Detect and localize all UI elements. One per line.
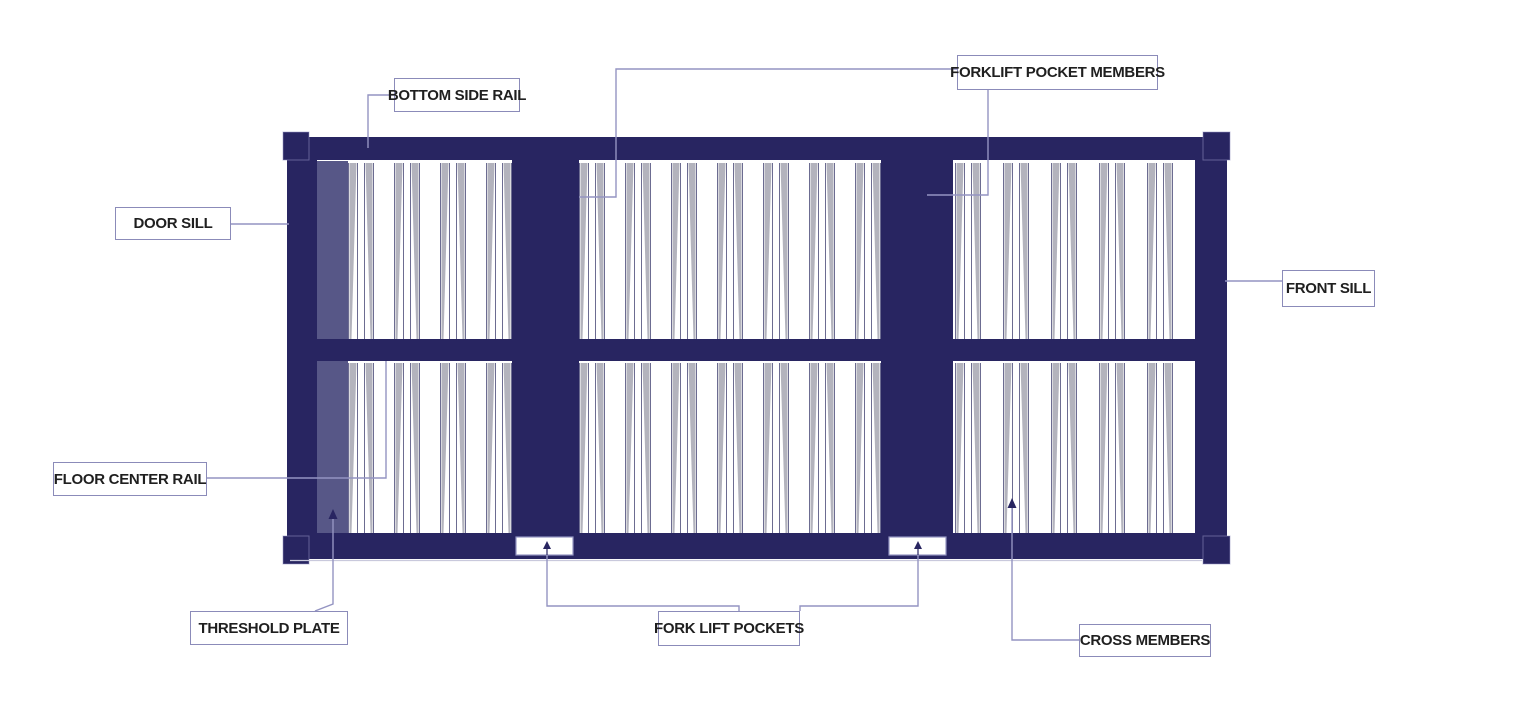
floor-center-rail (300, 339, 1210, 361)
label-threshold-plate: THRESHOLD PLATE (190, 611, 348, 645)
arrow-up-icon (543, 541, 551, 555)
label-fork-lift-pockets: FORK LIFT POCKETS (654, 611, 804, 646)
cross-member (1003, 363, 1029, 533)
label-text: DOOR SILL (133, 215, 213, 232)
corner-fitting-bottom-right (1202, 535, 1231, 565)
corner-fitting-top-right (1202, 131, 1231, 161)
leader-cross-members (1011, 507, 1079, 641)
label-text: BOTTOM SIDE RAIL (387, 86, 527, 104)
corner-fitting-bottom-left (282, 535, 310, 565)
corner-fitting-top-left (282, 131, 310, 161)
label-floor-center-rail: FLOOR CENTER RAIL (53, 462, 207, 496)
cross-member (1099, 363, 1125, 533)
leader-floor-center-rail (207, 361, 387, 479)
cross-member (348, 163, 374, 339)
cross-member (579, 163, 605, 339)
cross-member (1147, 163, 1173, 339)
leader-fork-lift-pocket-1 (546, 555, 740, 611)
cross-member (579, 363, 605, 533)
arrow-up-icon (914, 541, 922, 555)
cross-member (671, 163, 697, 339)
cross-member (1051, 363, 1077, 533)
label-text: FORKLIFT POCKET MEMBERS (950, 64, 1165, 81)
cross-member (855, 363, 881, 533)
forklift-pocket-member-2 (881, 160, 953, 533)
label-bottom-side-rail: BOTTOM SIDE RAIL (388, 78, 526, 112)
label-text: FLOOR CENTER RAIL (53, 470, 207, 488)
label-cross-members: CROSS MEMBERS (1079, 624, 1211, 657)
cross-member (955, 363, 981, 533)
cross-member (809, 363, 835, 533)
cross-member (486, 363, 512, 533)
leader-bottom-side-rail (367, 94, 394, 148)
cross-member (763, 163, 789, 339)
cross-member (1051, 163, 1077, 339)
cross-member (440, 163, 466, 339)
cross-member (955, 163, 981, 339)
cross-member (486, 163, 512, 339)
cross-member (763, 363, 789, 533)
cross-member (1003, 163, 1029, 339)
forklift-pocket-member-1 (512, 160, 579, 533)
cross-member (717, 163, 743, 339)
bottom-side-rail-top (287, 137, 1227, 160)
cross-member (1099, 163, 1125, 339)
cross-member (671, 363, 697, 533)
cross-member (625, 163, 651, 339)
cross-member (625, 363, 651, 533)
label-front-sill: FRONT SILL (1282, 270, 1375, 307)
cross-member (1147, 363, 1173, 533)
cross-member (855, 163, 881, 339)
cross-member (440, 363, 466, 533)
cross-member (717, 363, 743, 533)
label-door-sill: DOOR SILL (115, 207, 231, 240)
cross-member (809, 163, 835, 339)
arrow-up-icon (328, 509, 338, 519)
label-text: FORK LIFT POCKETS (654, 620, 804, 637)
arrow-up-icon (1007, 498, 1017, 508)
bottom-side-rail-bottom (287, 533, 1227, 559)
label-text: FRONT SILL (1285, 280, 1372, 297)
label-text: THRESHOLD PLATE (198, 619, 340, 637)
cross-member (394, 363, 420, 533)
cross-member (348, 363, 374, 533)
leader-fork-lift-pocket-2 (799, 555, 919, 611)
leader-threshold-plate (314, 518, 334, 612)
cross-members-group (348, 163, 1173, 533)
leader-forklift-pocket-members-2 (927, 90, 989, 196)
label-text: CROSS MEMBERS (1079, 632, 1211, 649)
leader-forklift-pocket-members-1 (579, 68, 957, 198)
label-forklift-pocket-members: FORKLIFT POCKET MEMBERS (950, 55, 1165, 90)
cross-member (394, 163, 420, 339)
